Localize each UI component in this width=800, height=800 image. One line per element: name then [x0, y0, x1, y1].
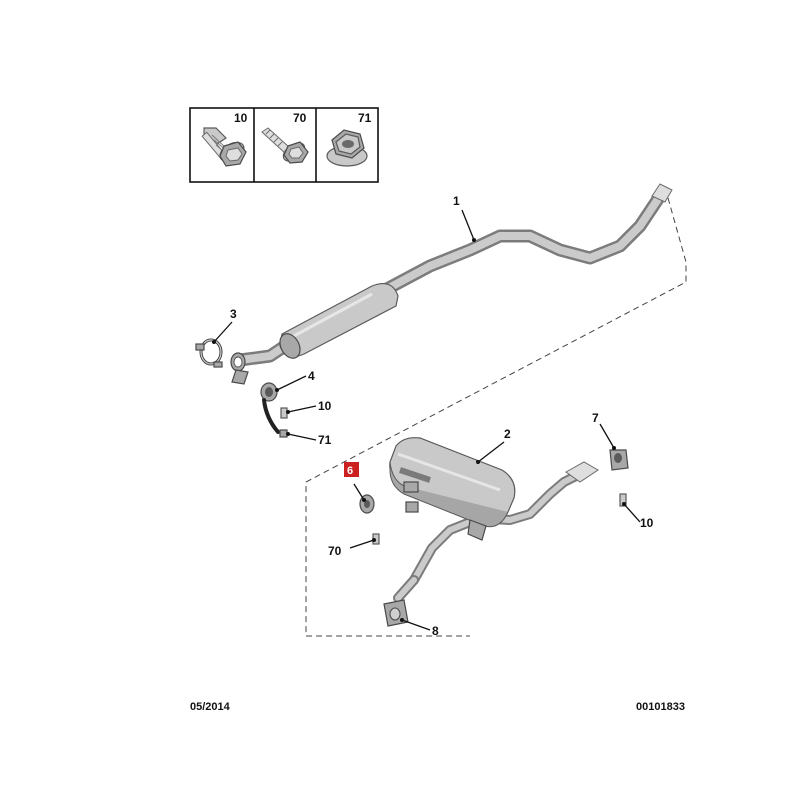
rear-pipe-tip — [565, 461, 599, 483]
callout-71: 71 — [318, 433, 332, 447]
legend-ref-71: 71 — [358, 111, 372, 125]
callout-70: 70 — [328, 544, 342, 558]
nut-71-front — [279, 429, 288, 438]
rear-clamp — [383, 599, 409, 627]
callout-10-front: 10 — [318, 399, 332, 413]
rear-silencer — [389, 437, 599, 603]
legend-ref-70: 70 — [293, 111, 307, 125]
flange-nut-icon — [326, 129, 368, 167]
callout-6-highlight — [344, 462, 359, 477]
rear-silencer-bracket — [403, 481, 419, 493]
callout-4: 4 — [308, 369, 315, 383]
front-pipe-with-silencer — [230, 183, 673, 385]
callout-6: 6 — [347, 465, 353, 477]
callout-3: 3 — [230, 307, 237, 321]
tailpipe-tip — [651, 183, 673, 203]
rear-mount-left — [359, 494, 380, 545]
screw-icon — [261, 127, 309, 164]
bolt-10-rear — [619, 493, 627, 507]
callout-7: 7 — [592, 411, 599, 425]
rear-mount-right — [609, 449, 629, 507]
callout-1: 1 — [453, 194, 460, 208]
flange-bolt-icon — [201, 127, 247, 167]
front-bracket — [231, 369, 249, 385]
diagram-date: 05/2014 — [190, 701, 231, 713]
callout-numbers: 1 3 4 10 71 2 6 70 7 10 8 — [230, 194, 654, 638]
diagram-reference: 00101833 — [636, 701, 685, 713]
callout-2: 2 — [504, 427, 511, 441]
assembly-boundary — [305, 197, 687, 637]
callout-leaders — [212, 209, 641, 631]
fastener-legend: 10 70 71 — [189, 107, 379, 183]
rubber-mount-front — [260, 382, 278, 402]
bolt-10-front — [280, 407, 288, 419]
callout-8: 8 — [432, 624, 439, 638]
callout-10-rear: 10 — [640, 516, 654, 530]
legend-ref-10: 10 — [234, 111, 248, 125]
exhaust-clamp — [195, 338, 223, 368]
front-hanger — [262, 398, 288, 438]
